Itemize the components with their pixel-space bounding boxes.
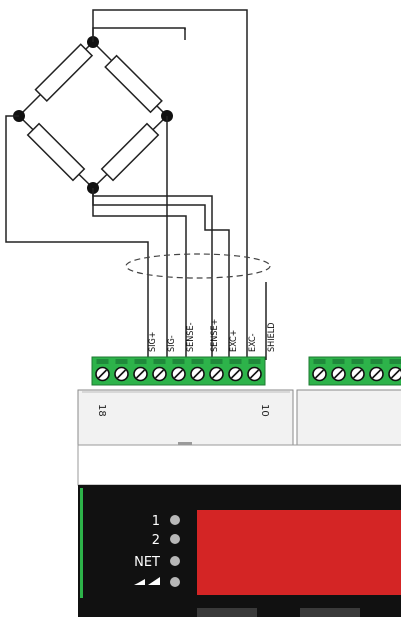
button-left: [197, 608, 257, 617]
housing-slot: [178, 442, 192, 445]
led-2-indicator: [170, 534, 180, 544]
terminal-label-sig-minus: SIG-: [167, 335, 177, 352]
led-connection-indicator: [170, 577, 180, 587]
button-right: [300, 608, 360, 617]
wire-sense-minus: [92, 188, 187, 360]
terminal-left-screw-slot: [192, 369, 203, 379]
terminal-left-screw-slot: [135, 369, 146, 379]
led-net-indicator: [170, 556, 180, 566]
terminal-left-tab: [153, 359, 166, 364]
wires: [5, 9, 267, 360]
pin-number-10: 10: [259, 404, 270, 417]
terminal-left-tab: [210, 359, 223, 364]
display-screen: [197, 510, 401, 595]
terminal-label-sense-minus: SENSE-: [186, 322, 196, 352]
terminal-label-exc-plus: EXC+: [229, 330, 239, 352]
housing-upper-panel-right: [296, 389, 401, 446]
wheatstone-bridge: [13, 36, 173, 194]
led-label-net: NET: [134, 555, 160, 570]
resistor-bottom-left: [26, 122, 86, 182]
terminal-right-tab: [313, 359, 326, 364]
cable-shield-ellipse: [125, 253, 271, 279]
resistor-top-left: [34, 43, 94, 102]
terminal-label-sig-plus: SIG+: [148, 331, 158, 352]
housing-upper-panel-left: [77, 389, 294, 446]
terminal-right-screw-slot: [333, 369, 344, 379]
terminal-left-screw-slot: [211, 369, 222, 379]
device-housing: 18 10: [77, 389, 401, 617]
resistor-top-right: [104, 54, 163, 114]
terminal-right-screw-slot: [314, 369, 325, 379]
led-label-1: 1: [152, 514, 160, 529]
led-label-2: 2: [152, 533, 160, 548]
terminal-right-screw-slot: [352, 369, 363, 379]
terminal-block-right: [308, 356, 401, 386]
wire-sense-plus: [92, 27, 186, 42]
terminal-left-screw-slot: [249, 369, 260, 379]
terminal-left-tab: [191, 359, 204, 364]
terminal-label-exc-minus: EXC-: [248, 333, 258, 352]
wire-sig-plus: [5, 115, 149, 360]
terminal-left-tab: [115, 359, 128, 364]
front-panel-green-edge: [80, 488, 83, 598]
terminal-right-screw-slot: [390, 369, 401, 379]
resistor-bottom-right: [100, 122, 160, 182]
terminal-left-screw-slot: [230, 369, 241, 379]
terminal-right-screw-slot: [371, 369, 382, 379]
terminal-right-tab: [389, 359, 401, 364]
terminal-right-tab: [332, 359, 345, 364]
led-1-indicator: [170, 515, 180, 525]
terminal-left-tab: [134, 359, 147, 364]
terminal-left-tab: [229, 359, 242, 364]
terminal-left-screw-slot: [173, 369, 184, 379]
terminal-right-tab: [351, 359, 364, 364]
connection-icon: [134, 577, 160, 585]
terminal-label-shield: SHIELD: [267, 323, 277, 352]
terminal-block-left: [91, 356, 266, 386]
terminal-left-tab: [172, 359, 185, 364]
wire-exc-plus: [92, 9, 248, 360]
pin-number-18: 18: [96, 404, 107, 417]
terminal-left-screw-slot: [116, 369, 127, 379]
terminal-right-tab: [370, 359, 383, 364]
terminal-left-screw-slot: [154, 369, 165, 379]
terminal-label-sense-plus: SENSE+: [210, 319, 220, 352]
housing-middle-band: [77, 444, 401, 486]
terminal-left-tab: [248, 359, 261, 364]
terminal-left-tab: [96, 359, 109, 364]
terminal-left-screw-slot: [97, 369, 108, 379]
terminal-labels: SIG+ SIG- SENSE- SENSE+ EXC+ EXC- SHIELD: [148, 319, 277, 352]
wire-exc-minus: [92, 188, 230, 360]
led-indicators: 1 2 NET: [134, 514, 180, 587]
